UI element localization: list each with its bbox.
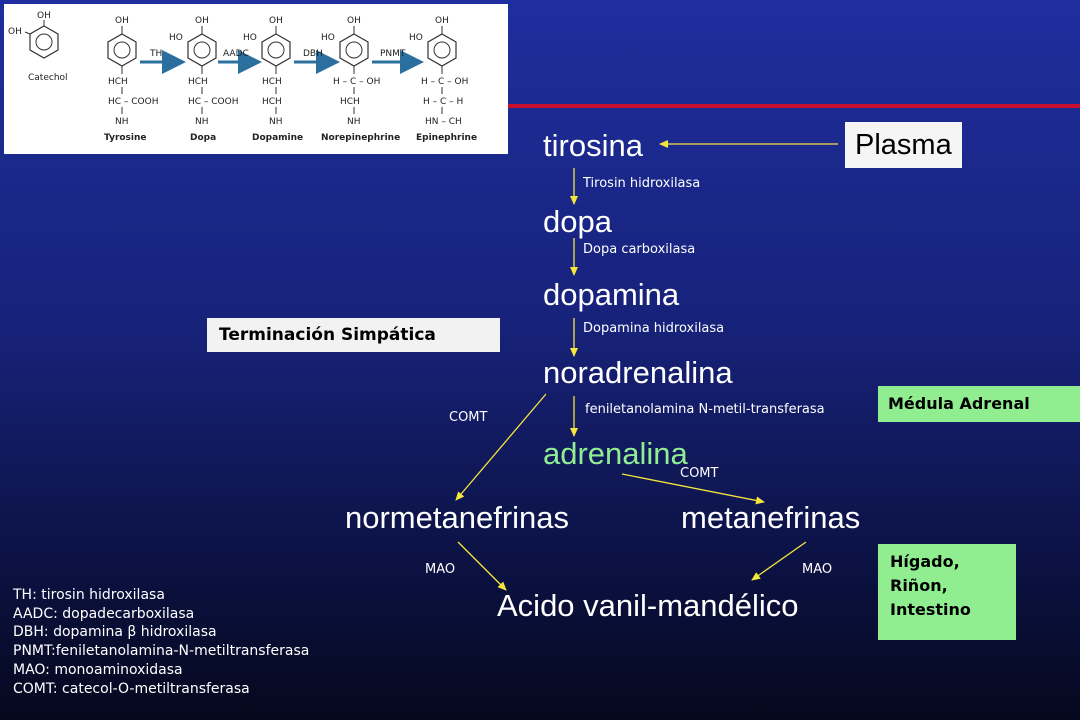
node-normetanefrinas: normetanefrinas <box>345 500 570 535</box>
label-mao-right: MAO <box>802 562 833 577</box>
tyrosine-structure: OH HCH HC – COOH NH Tyrosine <box>104 16 159 143</box>
svg-text:HCH: HCH <box>340 97 360 107</box>
epinephrine-label: Epinephrine <box>416 133 477 143</box>
dopamine-label: Dopamine <box>252 133 303 143</box>
node-adrenalina: adrenalina <box>543 436 688 471</box>
node-noradrenalina: noradrenalina <box>543 355 733 390</box>
structures-svg: OH OH Catechol OH HCH HC – COOH NH Tyros… <box>8 11 477 143</box>
svg-text:HCH: HCH <box>262 97 282 107</box>
legend-th: TH: tirosin hidroxilasa <box>13 587 165 603</box>
norepinephrine-structure: OH HO H – C – OH HCH NH Norepinephrine <box>321 16 400 143</box>
svg-text:HC – COOH: HC – COOH <box>108 97 159 107</box>
enzyme-aadc: AADC <box>223 49 249 59</box>
enzyme-th: TH <box>149 49 162 59</box>
catechol-oh-top: OH <box>37 11 51 21</box>
enzyme-pnmt: PNMT <box>380 49 406 59</box>
box-plasma: Plasma <box>845 122 962 168</box>
svg-text:HN – CH: HN – CH <box>425 117 462 127</box>
label-comt-right: COMT <box>680 466 719 481</box>
accent-bar <box>508 104 1080 108</box>
svg-text:HCH: HCH <box>262 77 282 87</box>
svg-text:HCH: HCH <box>188 77 208 87</box>
svg-text:H – C – OH: H – C – OH <box>421 77 468 87</box>
catechol-oh-left: OH <box>8 27 22 37</box>
abbreviation-legend: TH: tirosin hidroxilasa AADC: dopadecarb… <box>13 586 309 698</box>
arrow-noradrenalina-normetanefrinas <box>455 393 547 501</box>
dopa-structure: OH HO HCH HC – COOH NH Dopa <box>169 16 239 143</box>
node-tirosina: tirosina <box>543 128 643 163</box>
label-feniletanolamina: feniletanolamina N-metil-transferasa <box>585 402 825 417</box>
label-dopa-carboxilasa: Dopa carboxilasa <box>583 242 696 257</box>
label-comt-left: COMT <box>449 410 488 425</box>
enzyme-dbh: DBH <box>303 49 323 59</box>
legend-dbh: DBH: dopamina β hidroxilasa <box>13 624 217 641</box>
svg-text:NH: NH <box>269 117 283 127</box>
svg-text:HC – COOH: HC – COOH <box>188 97 239 107</box>
label-mao-left: MAO <box>425 562 456 577</box>
epinephrine-structure: OH HO H – C – OH H – C – H HN – CH Epine… <box>409 16 477 143</box>
legend-pnmt: PNMT:feniletanolamina-N-metiltransferasa <box>13 643 310 660</box>
node-dopa: dopa <box>543 204 612 239</box>
node-dopamina: dopamina <box>543 277 680 312</box>
structure-arrows: TH AADC DBH PNMT <box>140 49 424 74</box>
catechol-label: Catechol <box>28 73 68 83</box>
tissue-rinon: Riñon, <box>890 576 948 595</box>
norepinephrine-label: Norepinephrine <box>321 133 400 143</box>
tyrosine-label: Tyrosine <box>104 133 147 143</box>
svg-text:NH: NH <box>115 117 129 127</box>
svg-text:OH: OH <box>195 16 209 26</box>
node-metanefrinas: metanefrinas <box>681 500 861 535</box>
catechol-structure: OH OH Catechol <box>8 11 68 83</box>
arrow-metanefrinas-acido <box>751 541 807 581</box>
svg-text:OH: OH <box>435 16 449 26</box>
arrow-adrenalina-metanefrinas <box>621 473 765 505</box>
svg-text:H – C – OH: H – C – OH <box>333 77 380 87</box>
box-medula-adrenal: Médula Adrenal <box>878 386 1080 422</box>
legend-comt: COMT: catecol-O-metiltransferasa <box>13 680 250 697</box>
arrow-normetanefrinas-acido <box>457 541 507 591</box>
legend-mao: MAO: monoaminoxidasa <box>13 661 183 678</box>
svg-text:HO: HO <box>169 33 183 43</box>
svg-text:HO: HO <box>243 33 257 43</box>
svg-text:OH: OH <box>347 16 361 26</box>
tissue-higado: Hígado, <box>890 552 960 571</box>
svg-text:H – C – H: H – C – H <box>423 97 463 107</box>
svg-text:HCH: HCH <box>108 77 128 87</box>
svg-text:OH: OH <box>115 16 129 26</box>
box-terminacion-simpatica: Terminación Simpática <box>207 318 500 352</box>
svg-text:HO: HO <box>409 33 423 43</box>
tissue-intestino: Intestino <box>890 600 971 619</box>
dopamine-structure: OH HO HCH HCH NH Dopamine <box>243 16 303 143</box>
label-dopamina-hidroxilasa: Dopamina hidroxilasa <box>583 321 725 336</box>
svg-text:NH: NH <box>195 117 209 127</box>
box-higado-rinon-intestino: Hígado, Riñon, Intestino <box>878 544 1016 640</box>
svg-text:OH: OH <box>269 16 283 26</box>
svg-text:NH: NH <box>347 117 361 127</box>
dopa-label: Dopa <box>190 133 216 143</box>
svg-text:HO: HO <box>321 33 335 43</box>
label-tirosin-hidroxilasa: Tirosin hidroxilasa <box>583 176 701 191</box>
node-acido-vanil-mandelico: Acido vanil-mandélico <box>497 588 799 623</box>
legend-aadc: AADC: dopadecarboxilasa <box>13 605 195 622</box>
structures-panel: OH OH Catechol OH HCH HC – COOH NH Tyros… <box>4 4 508 154</box>
